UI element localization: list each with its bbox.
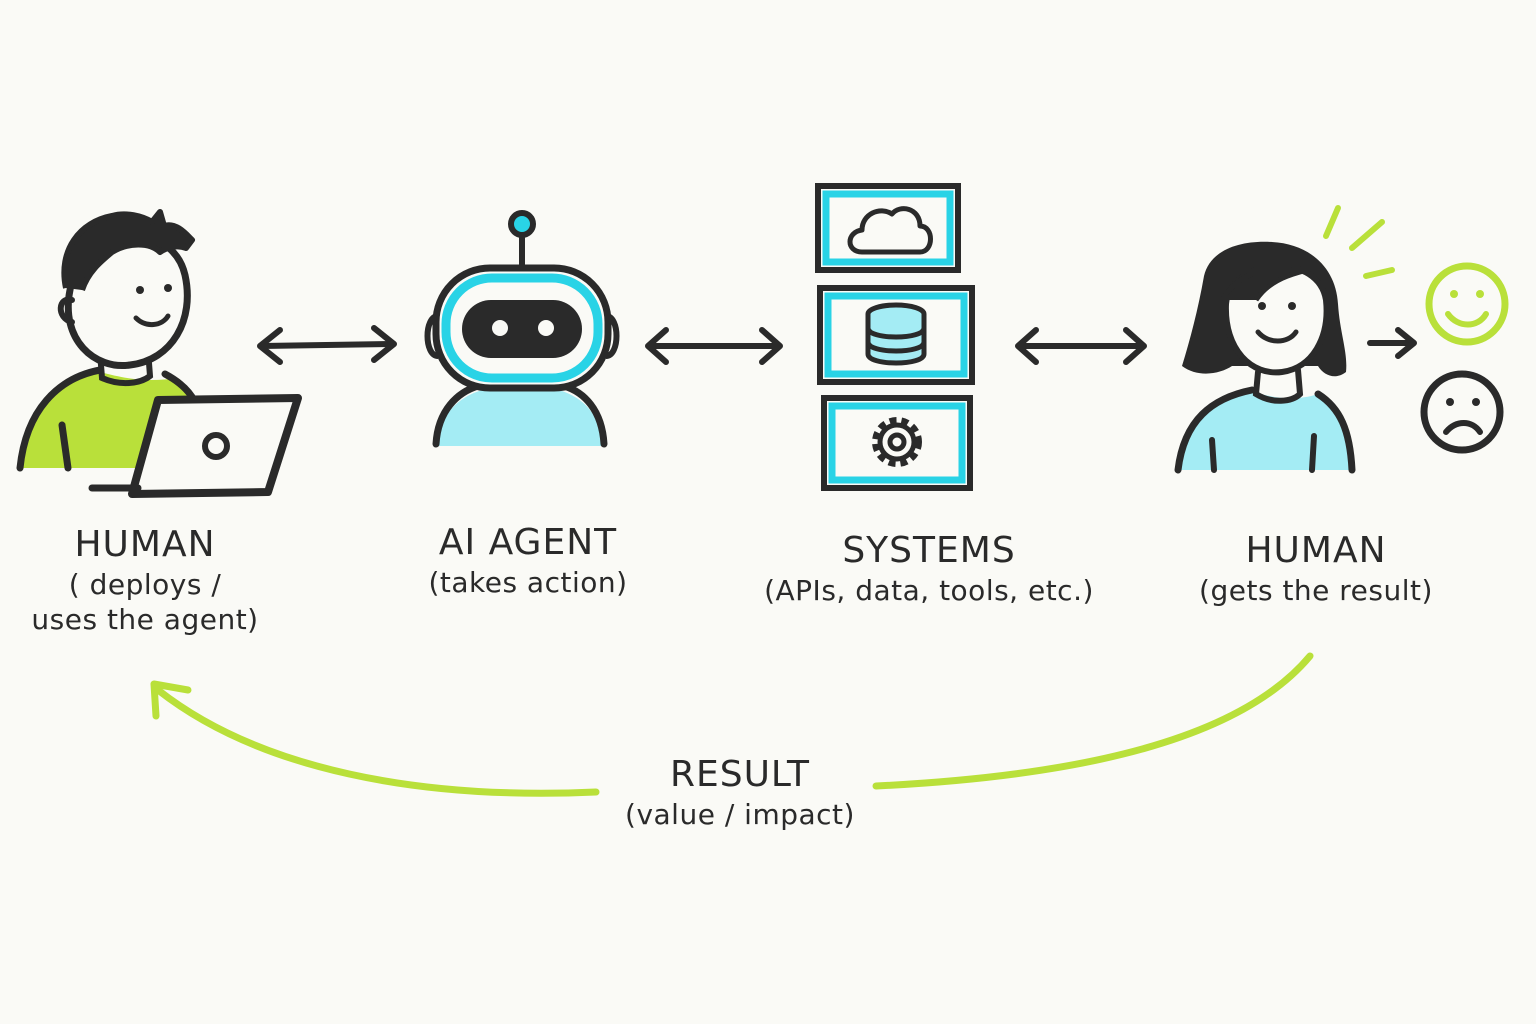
cloud-icon bbox=[847, 206, 933, 255]
node-subtitle-line1: ( deploys / bbox=[68, 568, 222, 601]
cloud-box bbox=[815, 183, 961, 273]
feedback-label: RESULT (value / impact) bbox=[590, 752, 890, 832]
arrow-agent-to-systems bbox=[645, 327, 783, 365]
feedback-title: RESULT bbox=[669, 754, 811, 795]
feedback-subtitle: (value / impact) bbox=[625, 798, 855, 831]
node-title: HUMAN bbox=[74, 524, 216, 565]
node-subtitle-line1: (gets the result) bbox=[1199, 574, 1433, 607]
node-title: SYSTEMS bbox=[842, 530, 1016, 571]
robot-icon bbox=[424, 210, 620, 448]
database-box bbox=[817, 285, 975, 385]
sad-face-icon bbox=[1420, 370, 1504, 454]
person-woman-icon bbox=[1174, 205, 1395, 474]
feedback-loop-arrow bbox=[150, 652, 1314, 797]
gear-icon bbox=[872, 417, 922, 467]
gear-box bbox=[821, 395, 973, 491]
node-label-human-2: HUMAN (gets the result) bbox=[1166, 528, 1466, 608]
node-title: AI AGENT bbox=[438, 522, 618, 563]
node-label-systems: SYSTEMS (APIs, data, tools, etc.) bbox=[764, 528, 1094, 608]
node-subtitle-line1: (APIs, data, tools, etc.) bbox=[764, 574, 1094, 607]
arrow-systems-to-human bbox=[1015, 327, 1147, 365]
happy-face-icon bbox=[1425, 262, 1509, 346]
arrow-human-to-agent bbox=[257, 325, 397, 365]
person-with-laptop-icon bbox=[16, 209, 302, 498]
systems-stack-icon bbox=[815, 183, 975, 491]
node-title: HUMAN bbox=[1245, 530, 1387, 571]
database-icon bbox=[865, 302, 927, 366]
node-subtitle-line1: (takes action) bbox=[428, 566, 628, 599]
arrow-to-outcome bbox=[1367, 327, 1417, 359]
node-label-human-1: HUMAN ( deploys / uses the agent) bbox=[30, 522, 260, 637]
node-subtitle-line2: uses the agent) bbox=[31, 603, 259, 636]
node-label-ai-agent: AI AGENT (takes action) bbox=[398, 520, 658, 600]
